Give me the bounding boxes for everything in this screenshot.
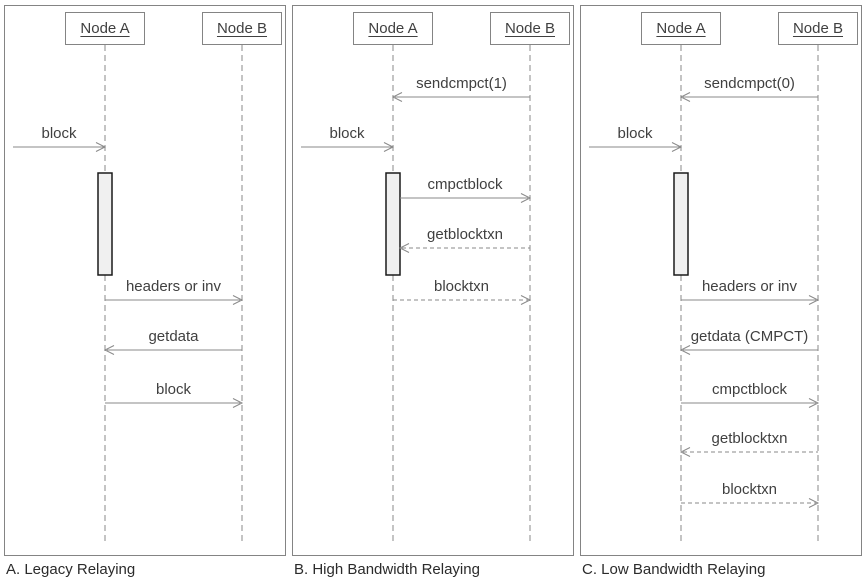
panel-low-bandwidth-relaying: Node A Node B sendcmpct(0) block headers… bbox=[580, 5, 862, 556]
message-label-block-in: block bbox=[329, 125, 365, 142]
message-label-cmpctblock: cmpctblock bbox=[427, 176, 503, 193]
arrowhead-right-icon bbox=[232, 295, 244, 305]
arrowhead-left-icon bbox=[679, 447, 691, 457]
message-label-cmpctblock: cmpctblock bbox=[711, 381, 788, 398]
arrowhead-right-icon bbox=[520, 193, 532, 203]
message-label-getblocktxn: getblocktxn bbox=[427, 226, 503, 243]
message-label-sendcmpct0: sendcmpct(0) bbox=[704, 75, 795, 92]
arrowhead-right-icon bbox=[95, 142, 107, 152]
actor-name-node-b: Node B bbox=[792, 20, 844, 37]
arrowhead-right-icon bbox=[671, 142, 683, 152]
arrowhead-right-icon bbox=[232, 398, 244, 408]
message-label-blocktxn: blocktxn bbox=[433, 278, 490, 295]
panel-column-low-bandwidth: Node A Node B sendcmpct(0) block headers… bbox=[580, 5, 862, 578]
actor-name-node-a: Node A bbox=[656, 20, 706, 37]
actor-box-node-b: Node B bbox=[202, 12, 282, 45]
actor-name-node-a: Node A bbox=[80, 20, 130, 37]
actor-box-node-a: Node A bbox=[65, 12, 145, 45]
arrowhead-left-icon bbox=[679, 345, 691, 355]
panel-legacy-relaying: Node A Node B block headers or inv getda… bbox=[4, 5, 286, 556]
arrowhead-left-icon bbox=[103, 345, 115, 355]
panel-column-legacy: Node A Node B block headers or inv getda… bbox=[4, 5, 286, 578]
actor-name-node-b: Node B bbox=[504, 20, 556, 37]
message-label-sendcmpct1: sendcmpct(1) bbox=[416, 75, 507, 92]
message-label-headers-or-inv: headers or inv bbox=[125, 278, 222, 295]
message-label-getblocktxn: getblocktxn bbox=[711, 430, 788, 447]
panel-column-high-bandwidth: Node A Node B sendcmpct(1) block cmpctbl… bbox=[292, 5, 574, 578]
actor-name-node-a: Node A bbox=[368, 20, 418, 37]
arrowhead-right-icon bbox=[383, 142, 395, 152]
activation-bar-node-a bbox=[673, 172, 689, 276]
panel-legacy-wires bbox=[13, 45, 244, 545]
panel-caption-legacy: A. Legacy Relaying bbox=[6, 561, 136, 578]
activation-bar-node-a bbox=[97, 172, 113, 276]
activation-bar-node-a bbox=[385, 172, 401, 276]
panel-high-bandwidth-wires bbox=[301, 45, 532, 545]
message-label-block-in: block bbox=[617, 125, 653, 142]
arrowhead-left-icon bbox=[391, 92, 403, 102]
actor-box-node-b: Node B bbox=[778, 12, 858, 45]
arrowhead-right-icon bbox=[808, 295, 820, 305]
message-label-block-in: block bbox=[41, 125, 77, 142]
panel-low-bandwidth-wires bbox=[589, 45, 820, 545]
panel-high-bandwidth-relaying: Node A Node B sendcmpct(1) block cmpctbl… bbox=[292, 5, 574, 556]
panel-caption-low-bandwidth: C. Low Bandwidth Relaying bbox=[582, 561, 766, 578]
panel-caption-high-bandwidth: B. High Bandwidth Relaying bbox=[294, 561, 480, 578]
arrowhead-left-icon bbox=[398, 243, 410, 253]
arrowhead-right-icon bbox=[808, 398, 820, 408]
arrowhead-left-icon bbox=[679, 92, 691, 102]
arrowhead-right-icon bbox=[520, 295, 532, 305]
message-label-block-out: block bbox=[155, 381, 192, 398]
actor-name-node-b: Node B bbox=[216, 20, 268, 37]
message-label-blocktxn: blocktxn bbox=[721, 481, 778, 498]
message-label-headers-or-inv: headers or inv bbox=[701, 278, 798, 295]
arrowhead-right-icon bbox=[808, 498, 820, 508]
actor-box-node-a: Node A bbox=[641, 12, 721, 45]
actor-box-node-a: Node A bbox=[353, 12, 433, 45]
sequence-diagram-row: Node A Node B block headers or inv getda… bbox=[4, 5, 867, 578]
actor-box-node-b: Node B bbox=[490, 12, 570, 45]
message-label-getdata: getdata bbox=[148, 328, 199, 345]
message-label-getdata-cmpct: getdata (CMPCT) bbox=[690, 328, 809, 345]
